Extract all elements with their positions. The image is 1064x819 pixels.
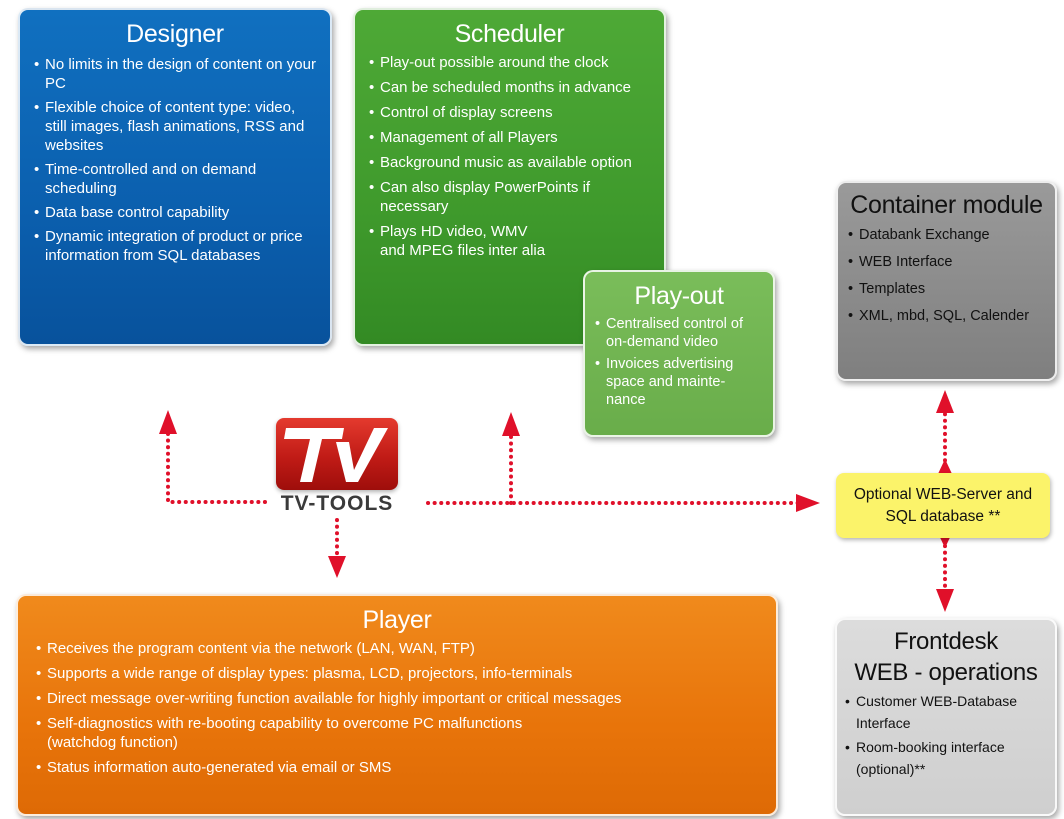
list-item: Receives the program content via the net…	[36, 639, 758, 658]
arrowhead-down-player	[328, 556, 346, 578]
playout-list: Centralised control of on-demand video I…	[595, 315, 763, 409]
webserver-label: Optional WEB-Server and SQL database **	[854, 484, 1032, 528]
container-title: Container module	[850, 191, 1043, 219]
list-item: Room-booking interface (optional)**	[845, 736, 1047, 780]
list-item: Data base control capability	[34, 203, 316, 222]
tv-logo-glyph-icon	[284, 428, 388, 482]
webserver-line2: SQL database **	[885, 507, 1001, 525]
playout-title: Play-out	[634, 282, 724, 310]
frontdesk-box: Frontdesk WEB - operations Customer WEB-…	[835, 618, 1057, 816]
webserver-box: Optional WEB-Server and SQL database **	[836, 473, 1050, 538]
container-list: Databank Exchange WEB Interface Template…	[848, 226, 1045, 325]
arrowhead-up-webserver	[937, 459, 953, 476]
container-module-box: Container module Databank Exchange WEB I…	[836, 181, 1057, 381]
list-item: Can also display PowerPoints if necessar…	[369, 178, 650, 216]
player-title: Player	[362, 606, 432, 634]
list-item: WEB Interface	[848, 253, 1045, 271]
list-item: Control of display screens	[369, 103, 650, 122]
tv-logo-icon	[276, 418, 398, 490]
player-box: Player Receives the program content via …	[16, 594, 778, 816]
list-item: Databank Exchange	[848, 226, 1045, 244]
designer-title: Designer	[126, 20, 224, 48]
list-item: Direct message over-writing function ava…	[36, 689, 758, 708]
webserver-line1: Optional WEB-Server and	[853, 485, 1033, 503]
frontdesk-list: Customer WEB-Database Interface Room-boo…	[845, 690, 1047, 780]
designer-list: No limits in the design of content on yo…	[34, 55, 316, 265]
list-item: Invoices advertising space and mainte-na…	[595, 355, 763, 409]
player-list: Receives the program content via the net…	[36, 639, 758, 777]
frontdesk-title-line1: Frontdesk	[893, 628, 998, 655]
scheduler-list: Play-out possible around the clock Can b…	[369, 53, 650, 260]
list-item: Background music as available option	[369, 153, 650, 172]
arrowhead-up-designer	[159, 410, 177, 434]
frontdesk-title-line2: WEB - operations	[854, 659, 1038, 686]
tv-tools-logo: TV-TOOLS	[270, 418, 404, 516]
list-item: Status information auto-generated via em…	[36, 758, 758, 777]
list-item: XML, mbd, SQL, Calender	[848, 307, 1045, 325]
playout-box: Play-out Centralised control of on-deman…	[583, 270, 775, 437]
arrow-logo-to-designer	[166, 428, 267, 504]
logo-text: TV-TOOLS	[280, 492, 394, 515]
list-item: No limits in the design of content on yo…	[34, 55, 316, 93]
list-item: Management of all Players	[369, 128, 650, 147]
scheduler-box: Scheduler Play-out possible around the c…	[353, 8, 666, 346]
list-item: Templates	[848, 280, 1045, 298]
list-item: Can be scheduled months in advance	[369, 78, 650, 97]
arrowhead-down-frontdesk	[936, 589, 954, 612]
arrowhead-up-container	[936, 390, 954, 413]
list-item: Plays HD video, WMV and MPEG files inter…	[369, 222, 555, 260]
designer-box: Designer No limits in the design of cont…	[18, 8, 332, 346]
list-item: Supports a wide range of display types: …	[36, 664, 758, 683]
arrowhead-up-scheduler	[502, 412, 520, 436]
frontdesk-title: Frontdesk WEB - operations	[845, 626, 1047, 688]
list-item: Dynamic integration of product or price …	[34, 227, 316, 265]
list-item: Self-diagnostics with re-booting capabil…	[36, 714, 567, 752]
list-item: Play-out possible around the clock	[369, 53, 650, 72]
list-item: Customer WEB-Database Interface	[845, 690, 1047, 734]
scheduler-title: Scheduler	[454, 20, 565, 48]
arrowhead-right-webserver	[796, 494, 820, 512]
list-item: Centralised control of on-demand video	[595, 315, 763, 351]
list-item: Time-controlled and on demand scheduling	[34, 160, 316, 198]
list-item: Flexible choice of content type: video, …	[34, 98, 316, 155]
